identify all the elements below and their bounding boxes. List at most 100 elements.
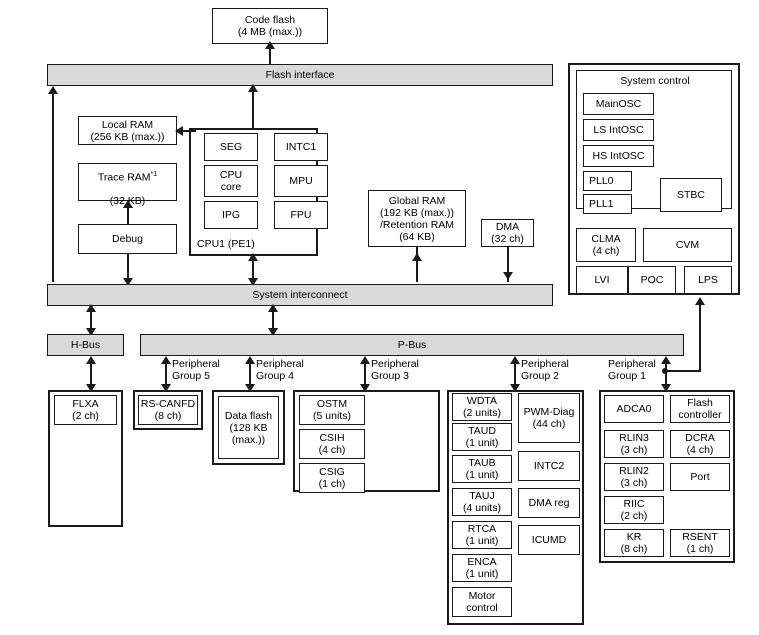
connector-group1-syscontrol-vertical — [699, 301, 701, 371]
cpu-unit-cpu-core: CPU core — [204, 165, 258, 197]
lps-block: LPS — [684, 266, 732, 294]
global-ram-block: Global RAM (192 KB (max.)) /Retention RA… — [368, 190, 466, 247]
peripheral-ostm: OSTM (5 units) — [299, 395, 365, 425]
peripheral-rlin3: RLIN3 (3 ch) — [604, 430, 664, 458]
connector-interconnect-flashif — [52, 90, 54, 282]
cvm-block: CVM — [643, 228, 732, 262]
code-flash-block: Code flash (4 MB (max.)) — [212, 8, 328, 44]
peripheral-tauj: TAUJ (4 units) — [452, 488, 512, 516]
peripheral-group-4-container — [212, 390, 285, 465]
arrowhead-down-pbus — [268, 328, 278, 336]
peripheral-kr: KR (8 ch) — [604, 529, 664, 557]
arrowhead-up-traceram — [123, 200, 133, 208]
p-bus: P-Bus — [140, 334, 684, 356]
peripheral-motor-control: Motor control — [452, 587, 512, 617]
connector-pbus-group3 — [364, 358, 366, 390]
arrowhead-down-group1 — [661, 384, 671, 392]
peripheral-rtca: RTCA (1 unit) — [452, 521, 512, 549]
poc-block: POC — [628, 266, 676, 294]
connector-pbus-group2 — [514, 358, 516, 390]
arrowhead-down-dma — [503, 272, 513, 280]
arrowhead-down-hbus — [86, 328, 96, 336]
arrowhead-up-group1 — [661, 356, 671, 364]
connector-pbus-group5 — [165, 358, 167, 390]
peripheral-group-4-label: Peripheral Group 4 — [256, 358, 304, 382]
peripheral-flash-controller: Flash controller — [670, 395, 730, 423]
connector-pbus-group4 — [249, 358, 251, 390]
hbus-peripheral-group — [48, 390, 123, 527]
clma-block: CLMA (4 ch) — [576, 228, 636, 262]
peripheral-taub: TAUB (1 unit) — [452, 455, 512, 483]
arrowhead-down-flxa — [86, 384, 96, 392]
arrowhead-left-localram — [175, 126, 183, 136]
peripheral-group-3-container — [293, 390, 440, 492]
trace-ram-block: Trace RAM*1 (32 KB) — [78, 163, 177, 207]
clock-pll1: PLL1 — [583, 194, 632, 214]
peripheral-adca0: ADCA0 — [604, 395, 664, 423]
arrowhead-down-cpu1 — [248, 278, 258, 286]
arrowhead-down-group5 — [161, 384, 171, 392]
local-ram-block: Local RAM (256 KB (max.)) — [78, 116, 177, 145]
clock-pll0: PLL0 — [583, 171, 632, 191]
arrowhead-up-flxa — [86, 356, 96, 364]
peripheral-group-5-container — [133, 390, 203, 430]
debug-block: Debug — [78, 224, 177, 254]
peripheral-flxa: FLXA (2 ch) — [54, 395, 117, 425]
trace-ram-footnote: *1 — [150, 170, 158, 178]
system-control-inner: System control — [576, 70, 732, 209]
peripheral-intc2: INTC2 — [518, 451, 580, 481]
lvi-block: LVI — [576, 266, 628, 294]
arrowhead-down-group3 — [360, 384, 370, 392]
connector-group1-syscontrol-horizontal — [665, 370, 701, 372]
arrowhead-up-group4 — [245, 356, 255, 364]
arrowhead-down-group2 — [510, 384, 520, 392]
peripheral-dma-reg: DMA reg — [518, 488, 580, 518]
peripheral-rs-canfd: RS-CANFD (8 ch) — [138, 395, 198, 425]
cpu-unit-ipg: IPG — [204, 201, 258, 229]
arrowhead-up-flashif-left — [48, 86, 58, 94]
cpu-unit-fpu: FPU — [274, 201, 328, 229]
clock-ls-intosc: LS IntOSC — [583, 119, 654, 141]
peripheral-riic: RIIC (2 ch) — [604, 496, 664, 524]
connector-debug-traceram — [127, 204, 129, 224]
trace-ram-label: Trace RAM — [97, 171, 151, 184]
connector-debug-interconnect — [127, 254, 129, 281]
system-interconnect-bus: System interconnect — [47, 284, 553, 306]
stbc-block: STBC — [660, 178, 722, 212]
connector-interconnect-hbus — [90, 306, 92, 334]
h-bus: H-Bus — [47, 334, 124, 356]
junction-dot-group1 — [662, 368, 668, 374]
connector-hbus-flxa — [90, 358, 92, 390]
arrowhead-up-group3 — [360, 356, 370, 364]
peripheral-data-flash: Data flash (128 KB (max.)) — [218, 396, 279, 459]
peripheral-group-1-container — [599, 390, 735, 563]
clock-hs-intosc: HS IntOSC — [583, 145, 654, 167]
peripheral-icumd: ICUMD — [518, 525, 580, 555]
cpu-unit-intc1: INTC1 — [274, 133, 328, 161]
arrowhead-up-group2 — [510, 356, 520, 364]
cpu-unit-mpu: MPU — [274, 165, 328, 197]
arrowhead-up-flashif-cpu1 — [248, 84, 258, 92]
peripheral-dcra: DCRA (4 ch) — [670, 430, 730, 458]
arrowhead-up-hbus — [86, 304, 96, 312]
flash-interface-bus: Flash interface — [47, 64, 553, 86]
peripheral-csih: CSIH (4 ch) — [299, 429, 365, 459]
arrowhead-up-group5 — [161, 356, 171, 364]
connector-pbus-group1 — [665, 358, 667, 390]
peripheral-group-2-label: Peripheral Group 2 — [521, 358, 569, 382]
peripheral-taud: TAUD (1 unit) — [452, 423, 512, 451]
peripheral-pwm-diag: PWM-Diag (44 ch) — [518, 393, 580, 443]
connector-interconnect-pbus — [272, 306, 274, 334]
connector-cpu1-interconnect — [252, 256, 254, 282]
connector-globalram-interconnect — [416, 247, 418, 282]
cpu-unit-seg: SEG — [204, 133, 258, 161]
peripheral-csig: CSIG (1 ch) — [299, 463, 365, 493]
peripheral-enca: ENCA (1 unit) — [452, 554, 512, 582]
peripheral-group-5-label: Peripheral Group 5 — [172, 358, 220, 382]
arrowhead-up-cpu1 — [248, 253, 258, 261]
system-control-outer — [568, 63, 740, 295]
system-control-title: System control — [620, 75, 690, 87]
peripheral-group-1-label: Peripheral Group 1 — [608, 358, 656, 382]
arrowhead-up-codeflash — [265, 41, 275, 49]
